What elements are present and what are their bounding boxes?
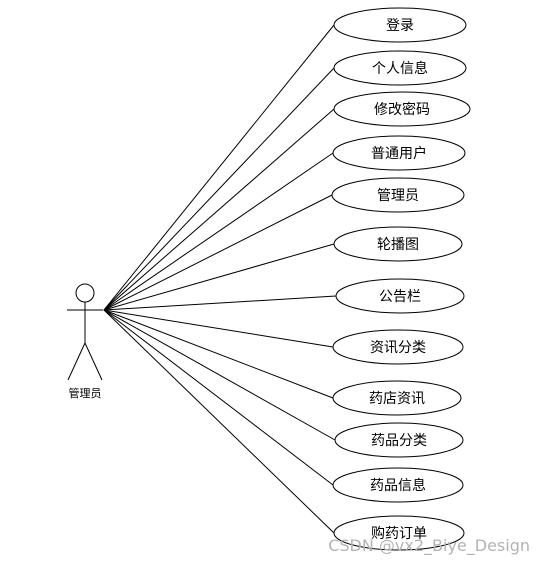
use-case-ellipse bbox=[333, 515, 465, 551]
use-case-ellipse bbox=[333, 7, 467, 43]
use-case-ellipse bbox=[333, 226, 463, 262]
use-case-label: 药品信息 bbox=[370, 477, 426, 494]
association-lines bbox=[103, 24, 337, 534]
association-line bbox=[103, 108, 335, 311]
use-case-label: 轮播图 bbox=[377, 237, 419, 253]
use-case-ellipse bbox=[332, 135, 466, 171]
association-line bbox=[103, 309, 335, 534]
use-case-ellipse bbox=[332, 380, 462, 416]
use-case-label: 购药订单 bbox=[371, 526, 427, 542]
actor-label: 管理员 bbox=[69, 386, 102, 400]
use-case-label: 药品分类 bbox=[371, 433, 427, 449]
association-line bbox=[103, 309, 334, 348]
use-case-label: 公告栏 bbox=[379, 289, 421, 305]
use-case-ellipse bbox=[332, 467, 464, 503]
association-line bbox=[103, 194, 333, 311]
association-line bbox=[103, 67, 335, 311]
use-case-ellipse bbox=[333, 91, 471, 127]
actor-right-leg bbox=[84, 342, 103, 381]
association-line bbox=[103, 243, 335, 311]
use-case-label: 修改密码 bbox=[374, 101, 430, 118]
association-line bbox=[103, 152, 334, 311]
actor-left-leg bbox=[67, 342, 86, 381]
use-case-ellipse bbox=[334, 422, 464, 458]
use-case-group: 登录个人信息修改密码普通用户管理员轮播图公告栏资讯分类药店资讯药品分类药品信息购… bbox=[331, 7, 471, 551]
association-line bbox=[103, 24, 335, 311]
association-line bbox=[103, 295, 337, 311]
actor-stick-figure: 管理员 bbox=[67, 283, 103, 400]
use-case-ellipse bbox=[333, 50, 467, 86]
use-case-label: 管理员 bbox=[377, 188, 419, 204]
use-case-ellipse bbox=[331, 177, 465, 213]
use-case-label: 普通用户 bbox=[371, 145, 427, 162]
use-case-ellipse bbox=[332, 329, 464, 365]
use-case-label: 资讯分类 bbox=[370, 340, 426, 356]
actor-head bbox=[75, 283, 95, 303]
use-case-label: 个人信息 bbox=[372, 60, 428, 77]
use-case-label: 药店资讯 bbox=[369, 391, 425, 407]
association-line bbox=[103, 309, 334, 486]
association-line bbox=[103, 309, 334, 399]
watermark: CSDN @vx2_Biye_Design bbox=[328, 536, 530, 556]
association-line bbox=[103, 309, 336, 441]
use-case-label: 登录 bbox=[386, 18, 414, 34]
use-case-ellipse bbox=[335, 278, 465, 314]
